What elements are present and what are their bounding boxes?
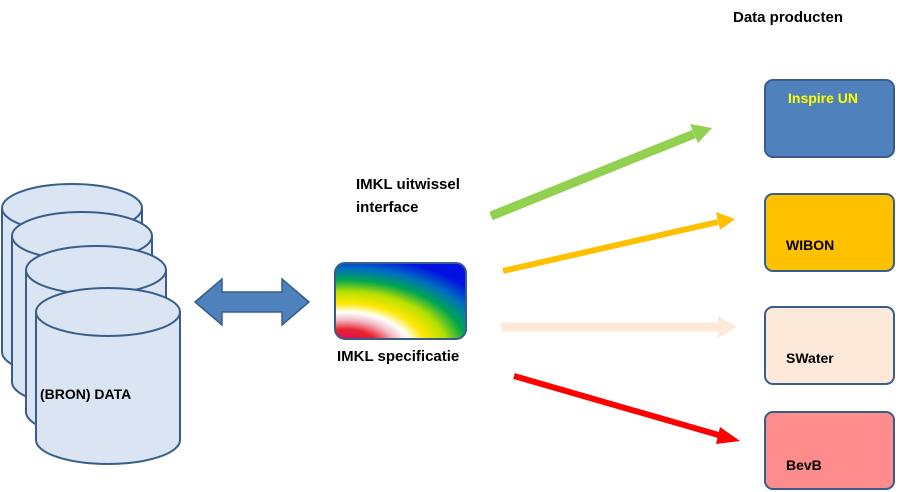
interface-label-line2: interface xyxy=(356,199,419,216)
double-arrow-icon xyxy=(193,277,311,327)
spec-box xyxy=(334,262,467,340)
product-label-bevb: BevB xyxy=(786,457,822,473)
cylinder-4 xyxy=(35,287,181,465)
product-arrows xyxy=(489,124,740,444)
source-data-label: (BRON) DATA xyxy=(40,386,132,402)
database-stack xyxy=(1,183,181,465)
product-box-inspire: Inspire UN xyxy=(764,79,895,158)
product-label-swater: SWater xyxy=(786,350,834,366)
arrow-bevb xyxy=(513,373,740,444)
arrow-wibon xyxy=(502,212,735,274)
product-box-bevb: BevB xyxy=(764,411,895,490)
arrow-inspire xyxy=(489,124,712,221)
arrow-swater xyxy=(501,316,737,338)
spec-label: IMKL specificatie xyxy=(337,348,460,365)
product-box-swater: SWater xyxy=(764,306,895,385)
product-box-wibon: WIBON xyxy=(764,193,895,272)
page-title: Data producten xyxy=(733,9,844,26)
product-label-wibon: WIBON xyxy=(786,237,835,253)
product-label-inspire: Inspire UN xyxy=(788,90,859,106)
interface-label-line1: IMKL uitwissel xyxy=(356,176,460,193)
